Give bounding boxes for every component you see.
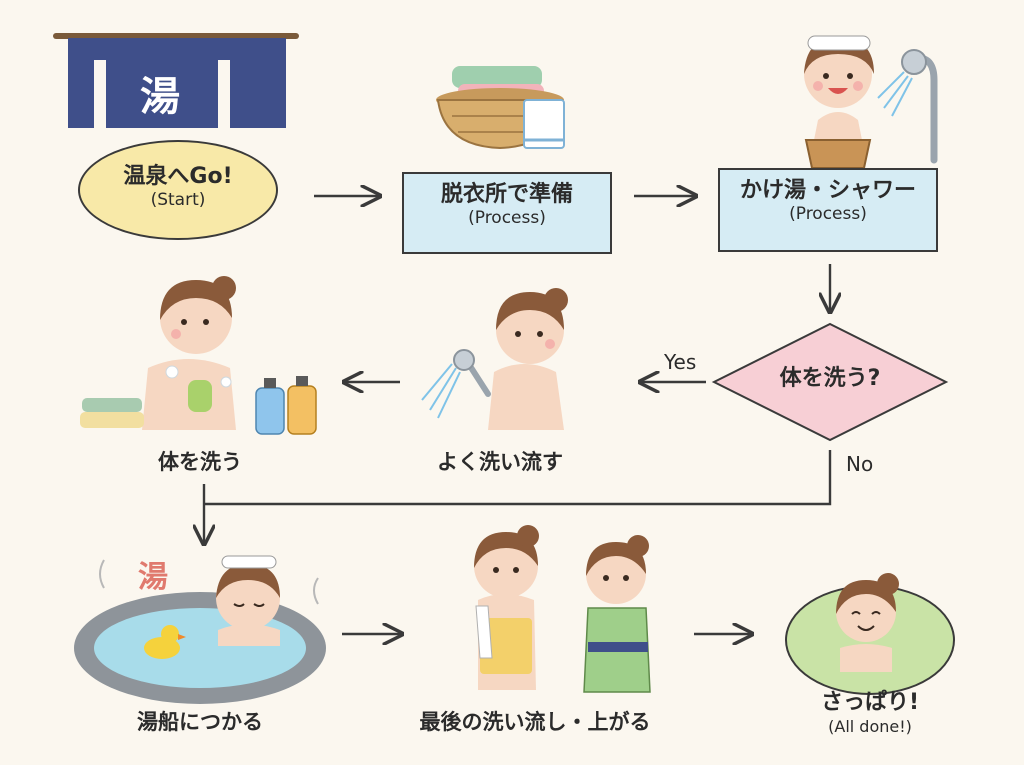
start-label: 温泉へGo! [123,164,233,189]
changing-room-sub: (Process) [468,208,546,228]
process-changing-room: 脱衣所で準備 (Process) [402,172,612,254]
rinse-caption: よく洗い流す [437,450,563,474]
noren-character: 湯 [140,73,180,120]
wash-caption: 体を洗う [158,450,242,474]
end-label: さっぱり! [820,690,920,715]
shower-icon [877,49,938,164]
shower-person-icon [804,35,874,169]
end-sub: (All done!) [828,717,912,736]
end-node [785,573,955,695]
towel-person-icon [474,525,539,690]
start-node: 温泉へGo! (Start) [78,140,278,240]
towel-basket-icon [436,66,565,150]
edge-no-label: No [846,452,874,476]
yukata-person-icon [583,535,651,693]
start-sub: (Start) [150,190,206,210]
soap-bottles-icon [255,376,317,435]
decision-diamond [711,322,949,442]
hot-spring-pool-icon [74,555,326,704]
washing-person-icon [142,276,236,430]
kakeyu-sub: (Process) [789,204,867,224]
flow-arrows [204,196,830,634]
decision-label: 体を洗う? [779,366,881,391]
decision-label-box: 体を洗う? [738,366,922,392]
final-rinse-caption: 最後の洗い流し・上がる [419,710,651,734]
arrow-decision-no [204,450,832,506]
steam-icon [99,559,319,605]
steam-character: 湯 [138,560,168,595]
soak-caption: 湯船につかる [137,710,263,734]
rinsing-person-icon [488,288,568,430]
end-text: さっぱり! (All done!) [776,690,964,737]
handheld-shower-icon [421,349,491,419]
edge-yes-label: Yes [664,350,697,374]
kakeyu-label: かけ湯・シャワー [739,178,916,203]
towel-stack-icon [80,398,144,428]
changing-room-label: 脱衣所で準備 [440,182,573,207]
rubber-duck-icon [144,625,186,659]
noren-curtain-icon [53,33,299,128]
process-kakeyu: かけ湯・シャワー (Process) [718,168,938,252]
